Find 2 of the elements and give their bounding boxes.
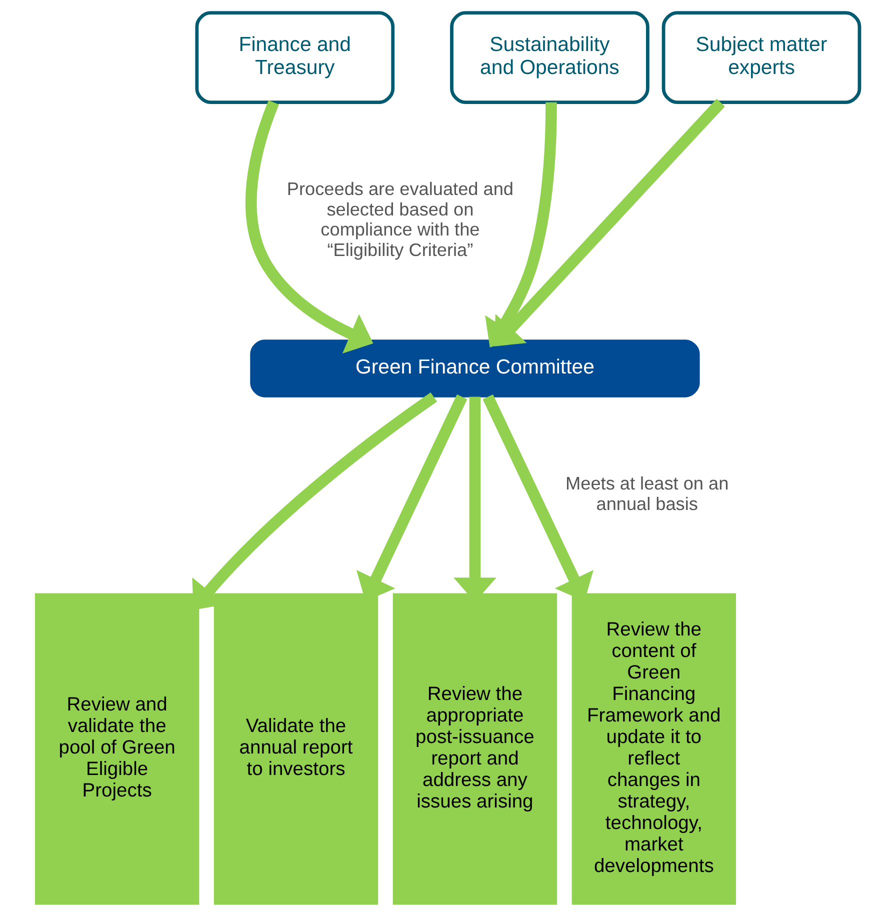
label: Proceeds are evaluated and selected based on compliance with the “Eligibility Criteria” xyxy=(286,178,514,260)
label: Meets at least on an annual basis xyxy=(566,473,729,514)
